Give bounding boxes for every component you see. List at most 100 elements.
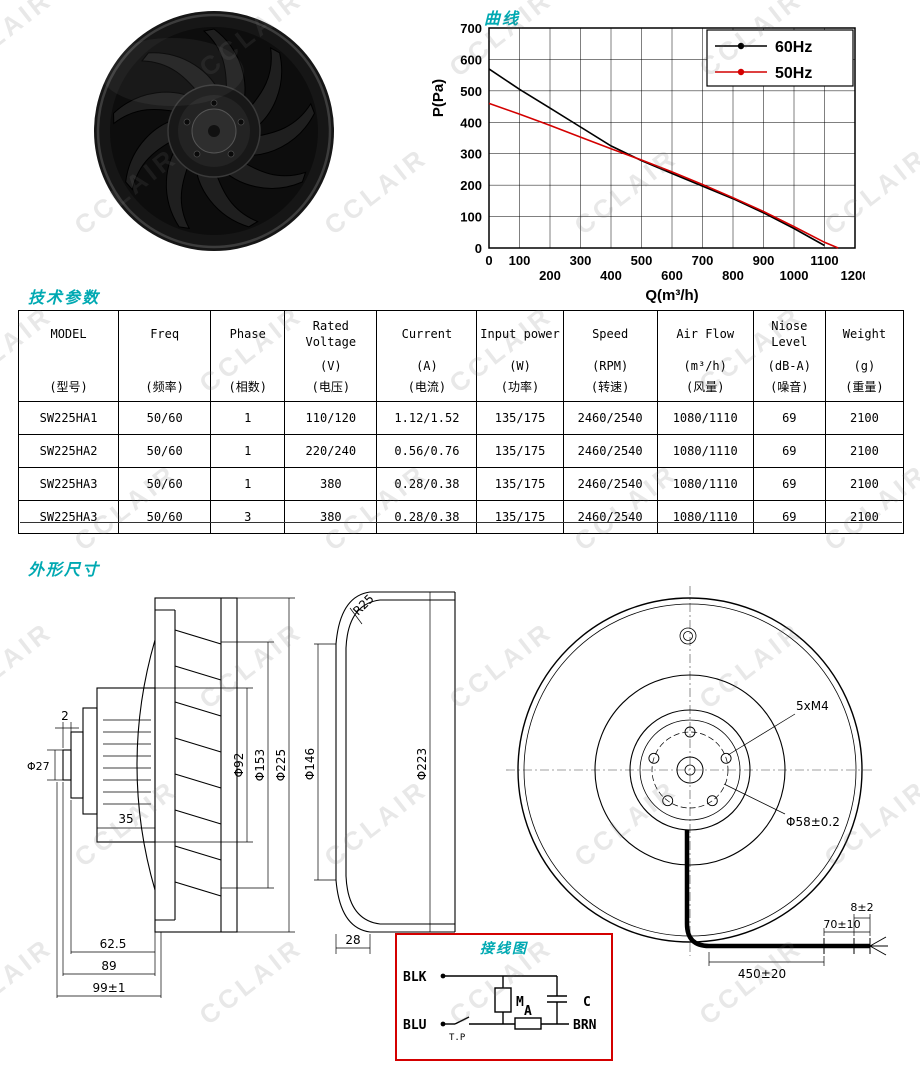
svg-text:400: 400: [600, 268, 622, 283]
table-cell: 2460/2540: [562, 500, 658, 534]
header-cell: Rated Voltage(V)(电压): [284, 310, 378, 402]
table-cell: 1.12/1.52: [376, 401, 478, 435]
dim-label-d92: Φ92: [232, 753, 246, 778]
svg-text:100: 100: [509, 253, 531, 268]
table-cell: 0.56/0.76: [376, 434, 478, 468]
svg-text:500: 500: [460, 84, 482, 99]
svg-text:100: 100: [460, 210, 482, 225]
motor-label: M: [516, 995, 524, 1010]
dim-label-89: 89: [101, 959, 116, 973]
svg-text:Q(m³/h): Q(m³/h): [645, 287, 698, 304]
dim-label-62-5: 62.5: [100, 937, 127, 951]
svg-text:1100: 1100: [810, 253, 838, 268]
header-cell: Weight(g)(重量): [824, 310, 905, 402]
section-view-drawing: R25 Φ146 Φ223 28: [303, 591, 456, 954]
svg-text:600: 600: [460, 52, 482, 67]
svg-text:P(Pa): P(Pa): [430, 79, 447, 117]
table-cell: 1080/1110: [656, 434, 754, 468]
svg-text:400: 400: [460, 115, 482, 130]
svg-text:700: 700: [460, 21, 482, 36]
table-cell: 110/120: [284, 401, 378, 435]
dim-label-shaft-dia: Φ27: [27, 760, 50, 773]
table-cell: 1: [210, 401, 286, 435]
svg-text:50Hz: 50Hz: [775, 65, 812, 82]
table-cell: 1080/1110: [656, 500, 754, 534]
svg-text:300: 300: [460, 147, 482, 162]
header-cell: Niose Level(dB-A)(噪音): [752, 310, 826, 402]
watermark-text: CCLAIR: [0, 0, 59, 83]
dim-label-tip: 8±2: [850, 901, 873, 914]
header-cell: Current(A)(电流): [376, 310, 478, 402]
header-cell: Speed(RPM)(转速): [562, 310, 658, 402]
thermal-protector-label: T.P: [449, 1033, 466, 1043]
svg-text:900: 900: [753, 253, 775, 268]
wire-label-black: BLK: [403, 970, 427, 985]
table-cell: 50/60: [118, 401, 212, 435]
dim-label-d153: Φ153: [253, 749, 267, 781]
svg-text:0: 0: [475, 241, 482, 256]
table-cell: 2100: [824, 467, 905, 501]
wiring-diagram-box: 接线图 BLK BLU BRN M C A T.P: [395, 933, 613, 1061]
table-cell: SW225HA1: [17, 401, 120, 435]
table-cell: 69: [752, 401, 826, 435]
svg-text:60Hz: 60Hz: [775, 39, 812, 56]
table-cell: 1: [210, 467, 286, 501]
table-cell: 380: [284, 500, 378, 534]
svg-text:600: 600: [661, 268, 683, 283]
table-cell: 1080/1110: [656, 401, 754, 435]
table-cell: 2100: [824, 434, 905, 468]
table-cell: SW225HA3: [17, 467, 120, 501]
table-cell: 2460/2540: [562, 434, 658, 468]
table-cell: 0.28/0.38: [376, 500, 478, 534]
front-view-drawing: 5xM4 Φ58±0.2 8±2 70±10 450±20: [506, 586, 888, 981]
table-cell: 380: [284, 467, 378, 501]
table-cell: 135/175: [476, 467, 564, 501]
dim-label-lip: 2: [61, 709, 69, 723]
svg-text:200: 200: [460, 178, 482, 193]
svg-text:1000: 1000: [780, 268, 809, 283]
table-cell: 135/175: [476, 401, 564, 435]
svg-text:300: 300: [570, 253, 592, 268]
capacitor-label: C: [583, 995, 591, 1010]
table-cell: 50/60: [118, 467, 212, 501]
dim-label-strip: 70±10: [823, 918, 860, 931]
table-cell: 1080/1110: [656, 467, 754, 501]
params-section-title: 技术参数: [28, 290, 101, 307]
dim-label-d225: Φ225: [274, 749, 288, 781]
bolt-holes: [648, 726, 732, 807]
dim-label-d146: Φ146: [303, 748, 317, 780]
table-cell: 50/60: [118, 500, 212, 534]
header-cell: Air Flow(m³/h)(风量): [656, 310, 754, 402]
header-cell: MODEL(型号): [17, 310, 120, 402]
dim-label-bolts: 5xM4: [796, 699, 829, 713]
curve-section-title: 曲线: [484, 11, 521, 28]
dim-label-28: 28: [345, 933, 360, 947]
wiring-section-title: 接线图: [480, 940, 528, 956]
header-cell: Phase(相数): [210, 310, 286, 402]
table-cell: 220/240: [284, 434, 378, 468]
svg-text:0: 0: [485, 253, 492, 268]
svg-text:700: 700: [692, 253, 714, 268]
dimensions-section-title: 外形尺寸: [28, 562, 101, 579]
power-cable: [684, 830, 888, 956]
wire-label-blue: BLU: [403, 1018, 427, 1033]
table-cell: 3: [210, 500, 286, 534]
fan-photo: [94, 11, 334, 251]
table-cell: SW225HA3: [17, 500, 120, 534]
table-cell: 50/60: [118, 434, 212, 468]
dim-label-motor-length: 35: [118, 812, 133, 826]
table-strike-line: [20, 522, 902, 523]
table-cell: 2460/2540: [562, 401, 658, 435]
header-cell: Input power(W)(功率): [476, 310, 564, 402]
dim-label-99: 99±1: [93, 981, 126, 995]
table-cell: 1: [210, 434, 286, 468]
specs-table: MODEL(型号)Freq(频率)Phase(相数)Rated Voltage(…: [17, 310, 905, 534]
table-cell: 69: [752, 500, 826, 534]
svg-text:1200: 1200: [841, 268, 865, 283]
